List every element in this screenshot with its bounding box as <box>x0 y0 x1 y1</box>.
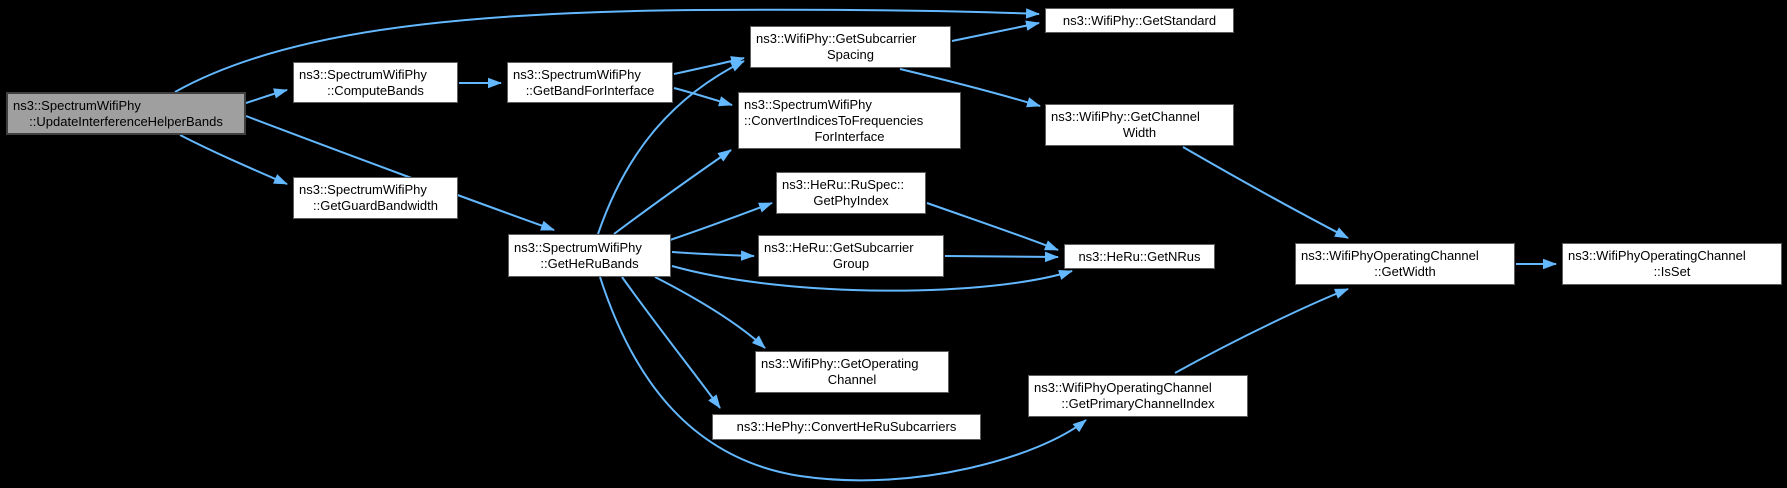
edge-channel-width-to-get-width <box>1182 146 1349 239</box>
edge-he-ru-bands-to-spacing <box>597 60 745 235</box>
edge-he-ru-bands-to-subcarrier-group <box>671 250 755 261</box>
edge-he-ru-bands-to-get-nrus <box>671 265 1073 292</box>
edge-primary-index-to-get-width <box>1174 288 1349 374</box>
edge-get-band-to-subcarrier-spacing <box>673 56 745 75</box>
edge-update-to-get-guard-bandwidth <box>179 134 288 185</box>
edge-phy-index-to-get-nrus <box>926 202 1059 251</box>
edge-update-to-compute-bands <box>245 88 288 104</box>
node-convert-he-ru-subcarriers[interactable]: ns3::HePhy::ConvertHeRuSubcarriers <box>712 414 981 440</box>
edge-subcarrier-group-to-get-nrus <box>944 251 1059 263</box>
node-get-subcarrier-group[interactable]: ns3::HeRu::GetSubcarrier Group <box>758 235 944 277</box>
node-get-guard-bandwidth[interactable]: ns3::SpectrumWifiPhy ::GetGuardBandwidth <box>293 177 458 219</box>
edge-he-ru-bands-to-convert-subcarriers <box>621 276 721 409</box>
node-get-nrus[interactable]: ns3::HeRu::GetNRus <box>1064 244 1215 269</box>
node-compute-bands[interactable]: ns3::SpectrumWifiPhy ::ComputeBands <box>293 62 458 103</box>
edge-update-to-get-standard <box>174 8 1040 93</box>
edge-he-ru-bands-to-convert-indices <box>613 149 732 235</box>
edge-he-ru-bands-to-operating-channel <box>654 276 766 349</box>
node-update-interference-helper-bands: ns3::SpectrumWifiPhy ::UpdateInterferenc… <box>6 92 246 135</box>
edge-he-ru-bands-to-get-phy-index <box>669 202 773 241</box>
node-get-he-ru-bands[interactable]: ns3::SpectrumWifiPhy ::GetHeRuBands <box>508 234 671 277</box>
node-get-primary-channel-index[interactable]: ns3::WifiPhyOperatingChannel ::GetPrimar… <box>1028 375 1248 417</box>
node-get-operating-channel[interactable]: ns3::WifiPhy::GetOperating Channel <box>755 351 949 393</box>
node-get-subcarrier-spacing[interactable]: ns3::WifiPhy::GetSubcarrier Spacing <box>750 26 951 68</box>
edge-get-band-to-convert-indices <box>673 87 733 107</box>
node-is-set[interactable]: ns3::WifiPhyOperatingChannel ::IsSet <box>1562 243 1782 285</box>
node-get-width[interactable]: ns3::WifiPhyOperatingChannel ::GetWidth <box>1295 243 1515 285</box>
edge-spacing-to-get-channel-width <box>899 68 1041 108</box>
edge-spacing-to-get-standard <box>951 20 1040 42</box>
node-get-band-for-interface[interactable]: ns3::SpectrumWifiPhy ::GetBandForInterfa… <box>507 62 673 103</box>
edge-update-to-get-he-ru-bands <box>245 115 555 231</box>
node-get-channel-width[interactable]: ns3::WifiPhy::GetChannel Width <box>1045 104 1234 146</box>
node-get-standard[interactable]: ns3::WifiPhy::GetStandard <box>1045 8 1234 33</box>
node-convert-indices-to-frequencies[interactable]: ns3::SpectrumWifiPhy ::ConvertIndicesToF… <box>738 92 961 149</box>
edge-he-ru-bands-to-primary-index <box>599 276 1087 482</box>
node-ru-spec-get-phy-index[interactable]: ns3::HeRu::RuSpec:: GetPhyIndex <box>776 172 926 214</box>
